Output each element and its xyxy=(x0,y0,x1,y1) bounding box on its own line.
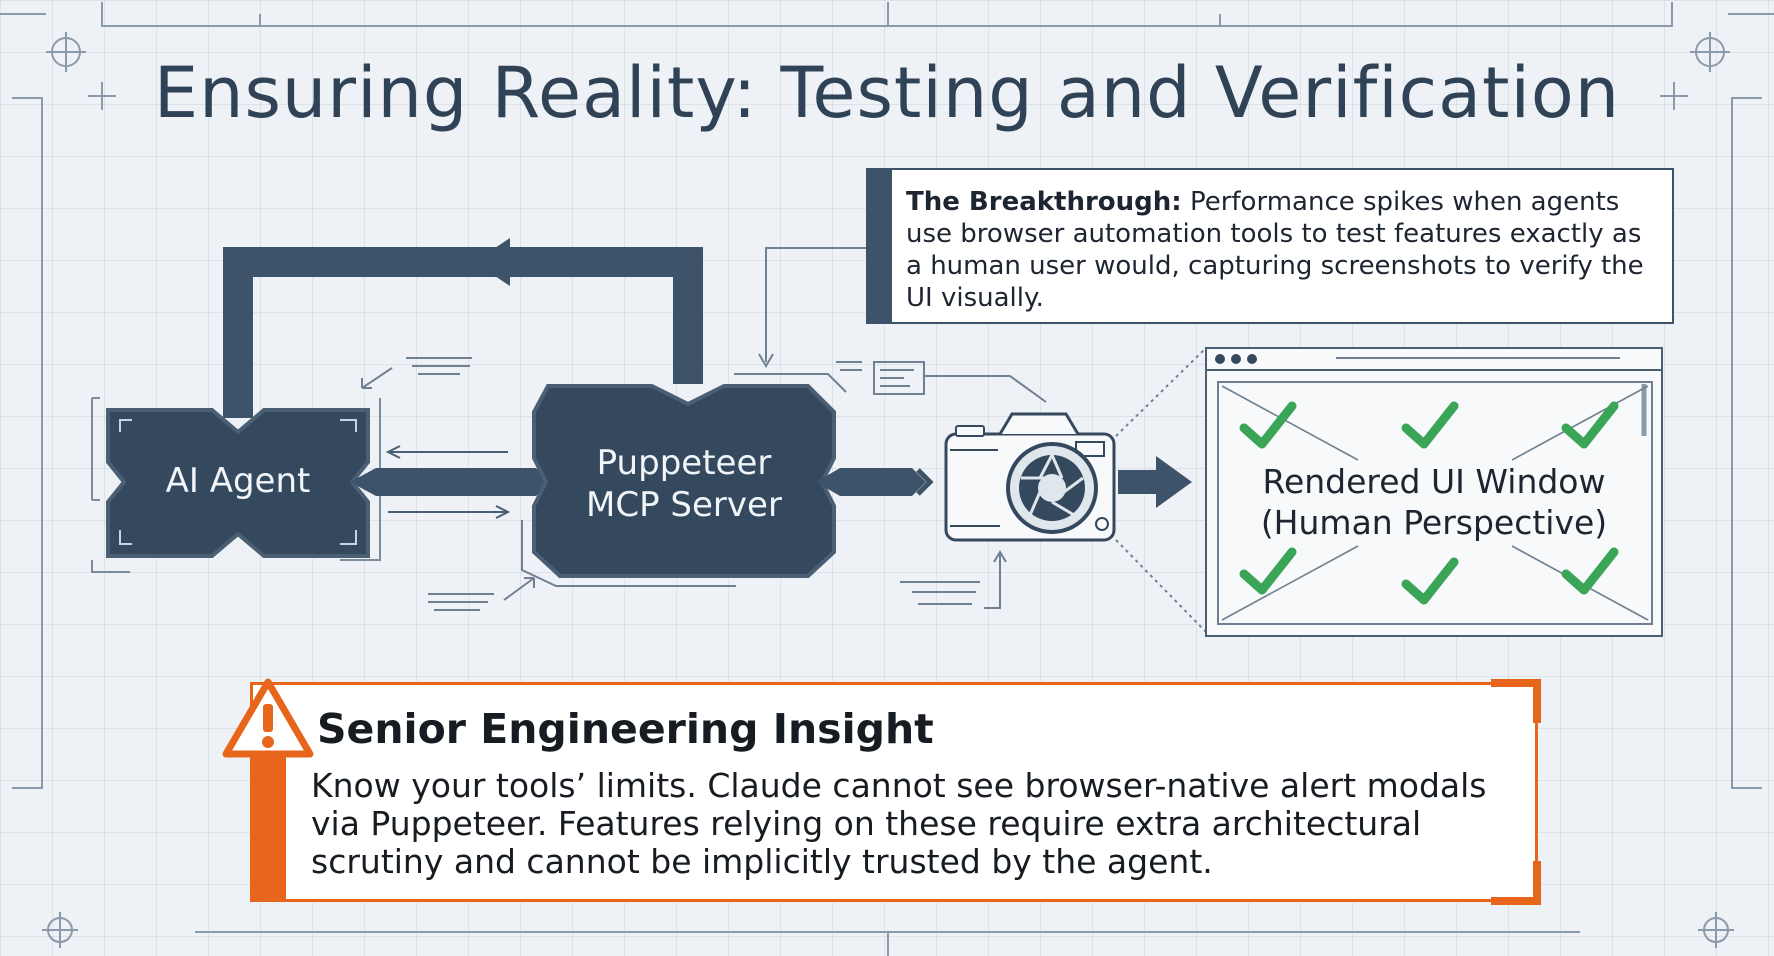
callout-heading: The Breakthrough: xyxy=(906,187,1182,217)
feedback-loop-arrow xyxy=(223,247,703,418)
rendered-ui-label: Rendered UI Window (Human Perspective) xyxy=(1214,461,1654,543)
camera-icon xyxy=(944,412,1116,542)
insight-corner-bottom-right xyxy=(1491,861,1541,905)
checkmark-icon xyxy=(1561,547,1619,595)
rendered-ui-label-line2: (Human Perspective) xyxy=(1260,503,1608,542)
breakthrough-callout: The Breakthrough: Performance spikes whe… xyxy=(866,168,1674,324)
camera-projection-lines xyxy=(1115,347,1207,633)
feedback-loop-arrowhead xyxy=(474,238,510,286)
server-label-line2: MCP Server xyxy=(586,485,782,525)
server-label-line1: Puppeteer xyxy=(596,443,772,483)
insight-body: Know your tools’ limits. Claude cannot s… xyxy=(311,766,1487,881)
callout-body: Performance spikes when agents use brows… xyxy=(906,187,1644,313)
insight-title: Senior Engineering Insight xyxy=(317,705,934,753)
insight-corner-top-right xyxy=(1491,679,1541,723)
callout-accent-bar xyxy=(868,168,892,324)
insight-box: Senior Engineering Insight Know your too… xyxy=(250,679,1541,905)
channel-chevrons xyxy=(446,468,480,496)
callout-connector-arrowhead xyxy=(758,353,774,368)
agent-server-channel xyxy=(350,468,552,496)
ai-agent-node xyxy=(91,397,381,573)
page-title: Ensuring Reality: Testing and Verificati… xyxy=(153,52,1621,134)
checkmark-icon xyxy=(1401,557,1459,605)
callout-text: The Breakthrough: Performance spikes whe… xyxy=(906,186,1648,314)
ai-agent-label: AI Agent xyxy=(165,461,311,501)
server-camera-channel xyxy=(816,468,926,496)
channel-chevrons-2 xyxy=(900,468,934,496)
checkmark-icon xyxy=(1561,401,1619,449)
request-arrowhead xyxy=(495,505,511,519)
checkmark-icon xyxy=(1239,401,1297,449)
puppeteer-server-node xyxy=(532,384,836,578)
warning-icon xyxy=(222,678,314,758)
callout-connector xyxy=(765,247,866,362)
camera-ui-arrow xyxy=(1118,456,1192,508)
return-arrowhead xyxy=(385,445,401,459)
checkmark-icon xyxy=(1401,401,1459,449)
checkmark-icon xyxy=(1239,547,1297,595)
decorative-annotations xyxy=(361,357,1047,611)
rendered-ui-label-line1: Rendered UI Window xyxy=(1262,462,1606,501)
